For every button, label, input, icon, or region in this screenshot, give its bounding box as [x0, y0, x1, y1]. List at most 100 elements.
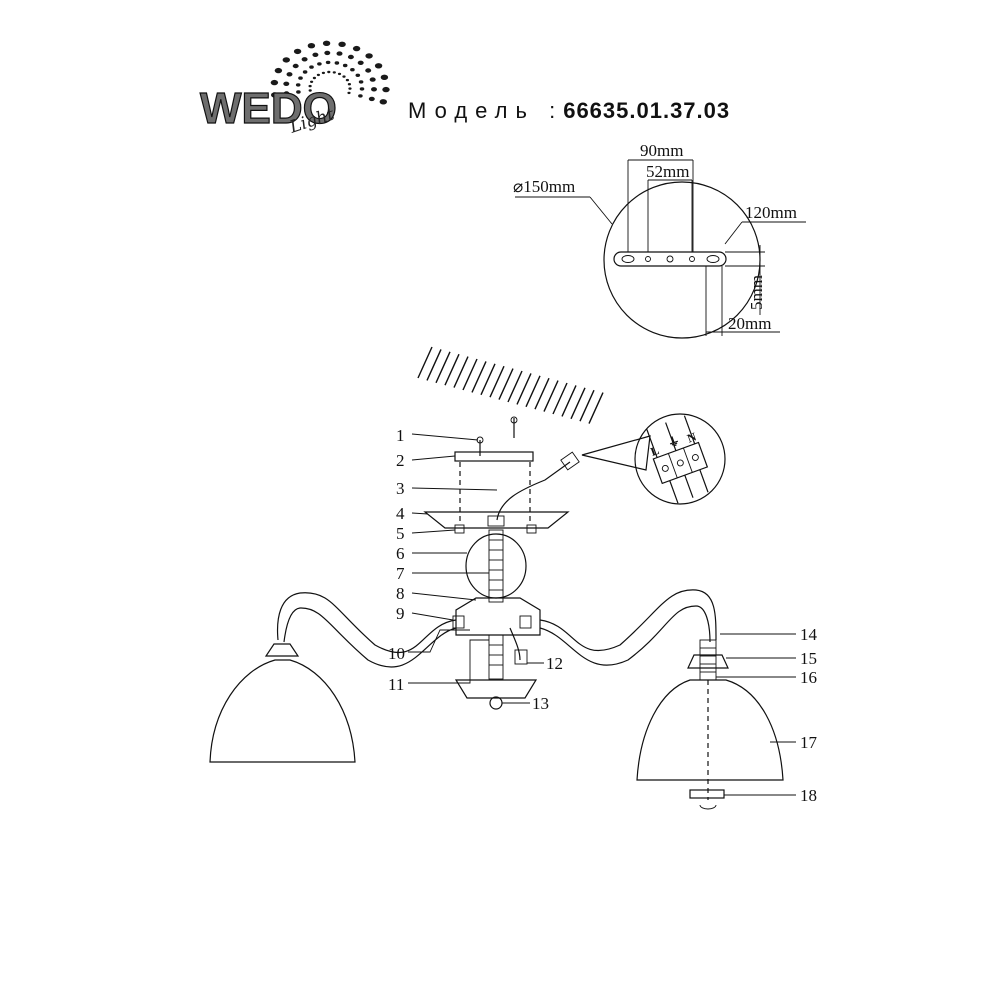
logo-dot [345, 78, 349, 82]
logo-dot [321, 71, 325, 75]
hatch-line [507, 370, 523, 403]
logo-dot [308, 84, 312, 88]
glass-shade-right [636, 679, 784, 781]
hatch-line [435, 351, 451, 384]
callout-16: 16 [800, 668, 817, 687]
hatch-line [444, 353, 460, 386]
logo-dot [286, 72, 293, 77]
logo-dot [310, 80, 314, 84]
logo-dot [359, 87, 365, 91]
terminal-label-neutral: N [685, 429, 698, 445]
logo-dot [342, 75, 346, 78]
callout-8: 8 [396, 584, 405, 603]
logo-dot [342, 63, 348, 68]
callout-12: 12 [546, 654, 563, 673]
hatch-line [417, 346, 433, 379]
dim-90mm: 90mm [640, 141, 683, 160]
callout-17: 17 [800, 733, 818, 752]
logo-dot [348, 87, 352, 90]
logo-dot [271, 92, 279, 98]
dim-52mm: 52mm [646, 162, 689, 181]
arm-right-inner [539, 605, 711, 666]
supply-wire [496, 461, 571, 521]
hatch-line [579, 389, 595, 422]
canopy-nut [487, 515, 505, 527]
shade-holder-right [687, 654, 729, 669]
callout-2: 2 [396, 451, 405, 470]
arm-right-outer [539, 589, 717, 652]
logo-dot [301, 57, 308, 62]
logo-dot [337, 72, 342, 76]
logo-dot [317, 62, 322, 66]
logo-dot [371, 87, 377, 92]
logo-dot [350, 68, 355, 72]
arm-nut-left [452, 615, 465, 629]
cap-screw [454, 524, 465, 534]
hatch-line [552, 382, 568, 415]
model-label: Модель : [408, 98, 563, 123]
logo-dot [292, 63, 299, 69]
callout-labels: 1 2 3 4 5 6 7 8 9 10 11 12 13 14 15 16 1… [388, 426, 818, 805]
ring-nut [689, 789, 725, 799]
logo-dot [358, 80, 364, 84]
logo-dot [322, 40, 331, 46]
logo-dot [298, 76, 303, 80]
hatch-line [534, 377, 550, 410]
logo-dot [334, 61, 340, 65]
finial [489, 696, 503, 710]
strap-slot-right [706, 255, 720, 263]
terminal-block [652, 441, 709, 485]
logo-dot [380, 74, 389, 81]
dim-120mm: 120mm [745, 203, 797, 222]
strap-hole [666, 255, 674, 263]
callout-15: 15 [800, 649, 817, 668]
decorative-ball [465, 533, 527, 599]
callout-5: 5 [396, 524, 405, 543]
mount-plate-detail: 90mm 52mm ⌀150mm 120mm 5mm 20mm [513, 141, 806, 339]
logo-dot [302, 70, 308, 74]
glass-shade-left [209, 659, 356, 763]
callout-13: 13 [532, 694, 549, 713]
brand-logo: WEDO Light [199, 40, 390, 138]
ceiling-hatch [417, 346, 604, 424]
terminal-label-live: L [649, 443, 661, 459]
logo-dot [338, 41, 346, 47]
logo-dot [379, 99, 387, 105]
strap-hole [689, 256, 695, 262]
hatch-line [543, 380, 559, 412]
chandelier-assembly [209, 416, 784, 810]
logo-dot [308, 89, 312, 92]
logo-dot [365, 53, 373, 59]
strap-hole [645, 256, 651, 262]
bottom-cap [454, 679, 538, 699]
lamp-socket [699, 639, 717, 681]
arm-left-inner [283, 607, 457, 668]
callout-14: 14 [800, 625, 818, 644]
logo-dot [312, 76, 316, 80]
logo-dot [324, 50, 331, 56]
mounting-bar [454, 451, 534, 462]
logo-dot [347, 54, 354, 60]
callout-7: 7 [396, 564, 405, 583]
logo-dot [365, 68, 372, 73]
logo-dot [347, 91, 351, 95]
hatch-line [489, 365, 505, 398]
callout-11: 11 [388, 675, 404, 694]
callout-4: 4 [396, 504, 405, 523]
callout-9: 9 [396, 604, 405, 623]
callout-1: 1 [396, 426, 405, 445]
logo-dot [270, 79, 279, 86]
hatch-line [561, 385, 577, 417]
model-heading: Модель :66635.01.37.03 [408, 98, 730, 123]
logo-dot [332, 71, 336, 74]
logo-dot [295, 83, 301, 87]
hatch-line [462, 358, 478, 391]
logo-dot [274, 67, 283, 74]
logo-wordmark: WEDO [200, 84, 337, 133]
arm-nut-right [519, 615, 532, 629]
hatch-line [498, 368, 514, 400]
hatch-line [525, 375, 541, 408]
threaded-tube [488, 529, 504, 603]
dim-20mm: 20mm [728, 314, 771, 333]
